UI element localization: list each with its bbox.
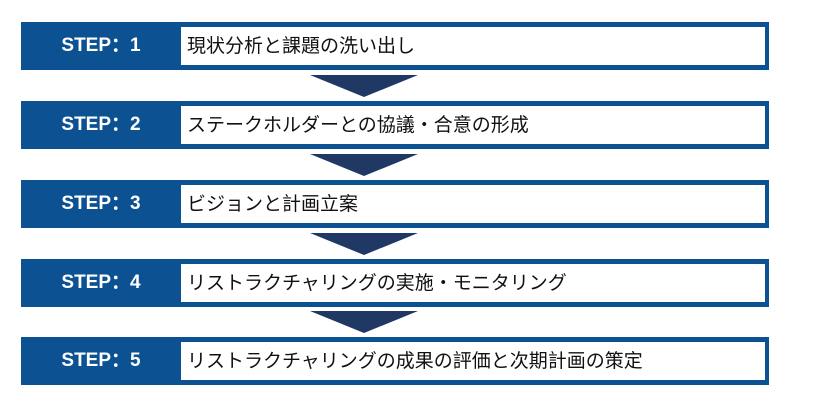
down-arrow-icon [310, 233, 418, 255]
step-2: STEP：2 ステークホルダーとの協議・合意の形成 [21, 101, 769, 149]
step-label: STEP：2 [61, 114, 141, 135]
down-arrow-icon [310, 154, 418, 176]
step-4: STEP：4 リストラクチャリングの実施・モニタリング [21, 259, 769, 307]
step-3: STEP：3 ビジョンと計画立案 [21, 180, 769, 228]
step-text: リストラクチャリングの成果の評価と次期計画の策定 [181, 342, 765, 380]
step-text: リストラクチャリングの実施・モニタリング [181, 264, 765, 302]
step-5: STEP：5 リストラクチャリングの成果の評価と次期計画の策定 [21, 337, 769, 385]
step-text: 現状分析と課題の洗い出し [181, 27, 765, 65]
step-text: ビジョンと計画立案 [181, 185, 765, 223]
down-arrow-icon [310, 75, 418, 97]
step-label: STEP：1 [61, 35, 141, 56]
step-label: STEP：4 [61, 272, 141, 293]
down-arrow-icon [310, 311, 418, 333]
step-label: STEP：5 [61, 350, 141, 371]
step-label: STEP：3 [61, 193, 141, 214]
step-text: ステークホルダーとの協議・合意の形成 [181, 106, 765, 144]
step-1: STEP：1 現状分析と課題の洗い出し [21, 22, 769, 70]
